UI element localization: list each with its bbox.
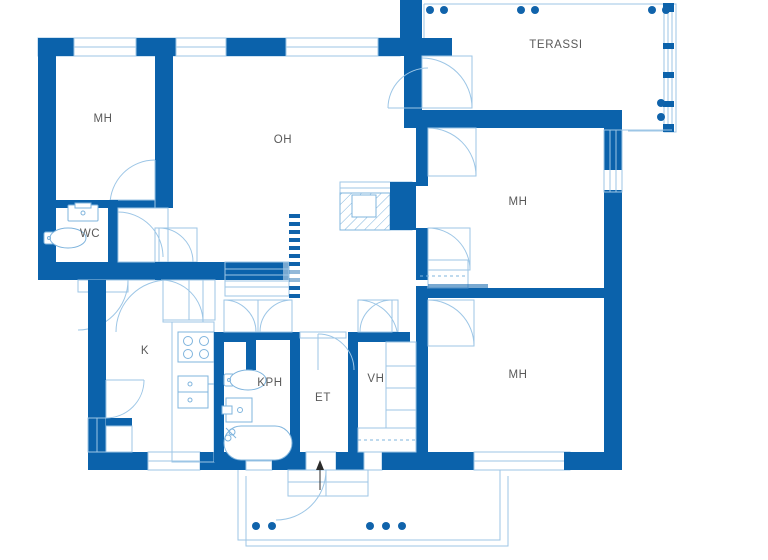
room-walls-wc bbox=[38, 200, 168, 280]
door-et bbox=[299, 331, 355, 371]
room-walls-mh-right-top bbox=[422, 110, 672, 300]
room-walls-vh bbox=[358, 332, 410, 342]
room-walls-mh-top-left bbox=[38, 38, 173, 208]
door-wc bbox=[117, 207, 169, 263]
exterior-wall-right-bottom bbox=[604, 298, 622, 458]
room-label-mh-right-bottom: MH bbox=[508, 369, 527, 381]
fireplace bbox=[339, 181, 416, 231]
room-walls-kph bbox=[224, 332, 300, 462]
terrace-post-dots bbox=[426, 6, 670, 121]
room-label-mh-right-top: MH bbox=[508, 196, 527, 208]
door-kph-alt bbox=[257, 299, 293, 333]
room-label-vh: VH bbox=[367, 373, 384, 385]
room-walls-oh bbox=[155, 262, 289, 280]
door-mh-right-mid bbox=[427, 227, 471, 271]
door-k-top bbox=[160, 279, 204, 323]
kph-fixtures bbox=[221, 369, 293, 461]
room-label-kph: KPH bbox=[257, 377, 282, 389]
wc-fixtures bbox=[43, 202, 99, 249]
room-label-oh: OH bbox=[274, 134, 292, 146]
room-label-wc: WC bbox=[80, 228, 100, 240]
room-label-k: K bbox=[141, 345, 149, 357]
room-walls-et bbox=[348, 332, 358, 462]
room-label-terassi: TERASSI bbox=[529, 39, 582, 51]
closet-right-mid bbox=[420, 259, 488, 290]
exterior-wall-left-bottom bbox=[87, 280, 133, 470]
room-label-mh-top-left: MH bbox=[93, 113, 112, 125]
door-terrace-oh bbox=[387, 55, 473, 109]
staircase bbox=[224, 214, 300, 298]
exterior-wall-terrace-jog bbox=[400, 0, 452, 56]
door-vh bbox=[357, 299, 393, 333]
door-mh-right-top bbox=[427, 127, 477, 177]
interior-wall-central bbox=[404, 56, 428, 470]
front-porch bbox=[237, 460, 509, 547]
vh-shelving bbox=[357, 341, 417, 453]
room-label-et: ET bbox=[315, 392, 331, 404]
door-k-left bbox=[105, 379, 145, 419]
door-mh-right-bottom bbox=[427, 299, 475, 347]
